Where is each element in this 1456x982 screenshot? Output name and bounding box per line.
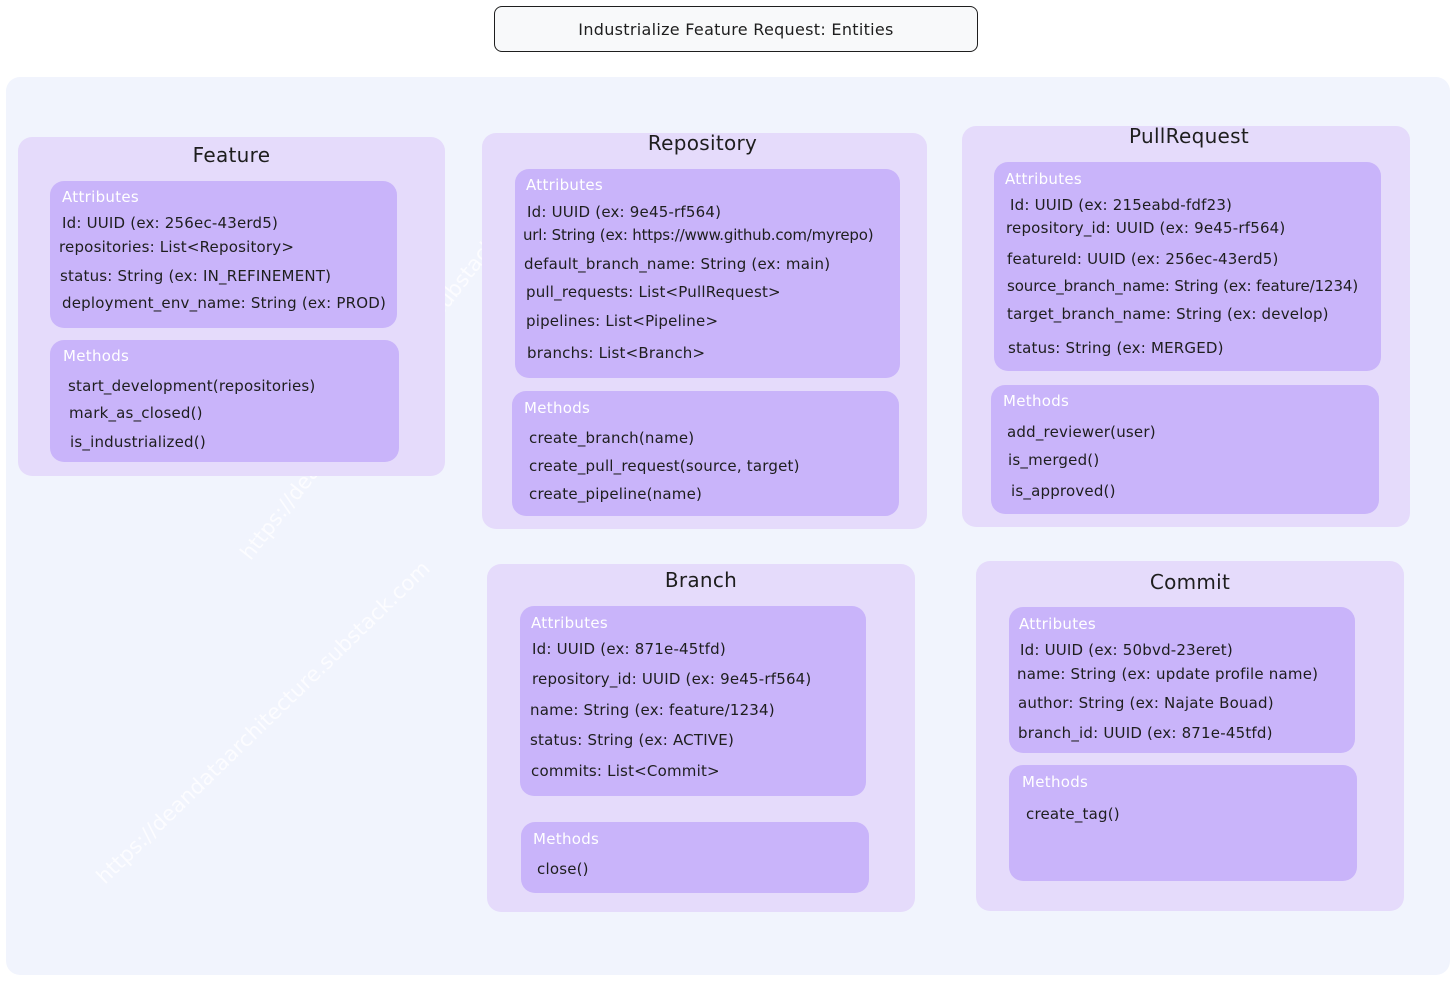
attributes-label: Attributes bbox=[1005, 170, 1083, 188]
methods-section: Methods start_development(repositories) … bbox=[50, 340, 399, 462]
attributes-label: Attributes bbox=[62, 188, 140, 206]
entity-title: Repository bbox=[647, 131, 758, 155]
attribute-line: Id: UUID (ex: 9e45-rf564) bbox=[527, 203, 722, 221]
attribute-line: repository_id: UUID (ex: 9e45-rf564) bbox=[532, 670, 812, 688]
attribute-line: Id: UUID (ex: 215eabd-fdf23) bbox=[1010, 196, 1233, 214]
method-line: is_approved() bbox=[1011, 482, 1116, 500]
method-line: create_pull_request(source, target) bbox=[529, 457, 800, 475]
entity-title: Branch bbox=[664, 568, 738, 592]
method-line: add_reviewer(user) bbox=[1007, 423, 1156, 441]
attribute-line: status: String (ex: MERGED) bbox=[1008, 339, 1224, 357]
attribute-line: target_branch_name: String (ex: develop) bbox=[1007, 305, 1329, 323]
methods-section: Methods add_reviewer(user) is_merged() i… bbox=[991, 385, 1379, 514]
attribute-line: pull_requests: List<PullRequest> bbox=[526, 283, 781, 301]
methods-label: Methods bbox=[1022, 773, 1089, 791]
method-line: start_development(repositories) bbox=[68, 377, 316, 395]
attribute-line: name: String (ex: feature/1234) bbox=[530, 701, 775, 719]
methods-section: Methods close() bbox=[521, 822, 869, 893]
methods-section: Methods create_tag() bbox=[1009, 765, 1357, 881]
method-line: create_pipeline(name) bbox=[529, 485, 703, 503]
entity-feature: Feature Attributes Id: UUID (ex: 256ec-4… bbox=[18, 137, 445, 476]
attribute-line: repository_id: UUID (ex: 9e45-rf564) bbox=[1006, 219, 1286, 237]
attributes-section: Attributes Id: UUID (ex: 50bvd-23eret) n… bbox=[1009, 607, 1355, 753]
attribute-line: url: String (ex: https://www.github.com/… bbox=[523, 226, 874, 244]
attribute-line: pipelines: List<Pipeline> bbox=[526, 312, 719, 330]
attributes-section: Attributes Id: UUID (ex: 256ec-43erd5) r… bbox=[50, 181, 397, 328]
methods-label: Methods bbox=[524, 399, 591, 417]
methods-label: Methods bbox=[1003, 392, 1070, 410]
attribute-line: source_branch_name: String (ex: feature/… bbox=[1007, 277, 1359, 295]
method-line: create_tag() bbox=[1026, 805, 1120, 823]
attributes-section: Attributes Id: UUID (ex: 215eabd-fdf23) … bbox=[994, 162, 1381, 371]
entity-pullrequest: PullRequest Attributes Id: UUID (ex: 215… bbox=[962, 124, 1410, 527]
attributes-section: Attributes Id: UUID (ex: 9e45-rf564) url… bbox=[515, 169, 900, 378]
attributes-section: Attributes Id: UUID (ex: 871e-45tfd) rep… bbox=[520, 606, 866, 796]
methods-section: Methods create_branch(name) create_pull_… bbox=[512, 391, 899, 516]
entity-commit: Commit Attributes Id: UUID (ex: 50bvd-23… bbox=[976, 561, 1404, 911]
method-line: mark_as_closed() bbox=[69, 404, 203, 422]
attribute-line: deployment_env_name: String (ex: PROD) bbox=[62, 294, 387, 312]
attributes-label: Attributes bbox=[526, 176, 604, 194]
attribute-line: Id: UUID (ex: 871e-45tfd) bbox=[532, 640, 726, 658]
method-line: create_branch(name) bbox=[529, 429, 695, 447]
attribute-line: branchs: List<Branch> bbox=[527, 344, 706, 362]
method-line: close() bbox=[537, 860, 589, 878]
methods-label: Methods bbox=[63, 347, 130, 365]
attributes-label: Attributes bbox=[1019, 615, 1097, 633]
diagram-title: Industrialize Feature Request: Entities bbox=[494, 6, 978, 52]
attribute-line: repositories: List<Repository> bbox=[59, 238, 295, 256]
method-line: is_merged() bbox=[1008, 451, 1100, 469]
entity-branch: Branch Attributes Id: UUID (ex: 871e-45t… bbox=[487, 564, 915, 912]
attribute-line: branch_id: UUID (ex: 871e-45tfd) bbox=[1018, 724, 1273, 742]
entity-title: Feature bbox=[192, 143, 271, 167]
attribute-line: default_branch_name: String (ex: main) bbox=[524, 255, 831, 273]
entity-title: PullRequest bbox=[1128, 124, 1250, 148]
methods-label: Methods bbox=[533, 830, 600, 848]
entity-repository: Repository Attributes Id: UUID (ex: 9e45… bbox=[482, 131, 927, 529]
entity-title: Commit bbox=[1149, 570, 1231, 594]
attribute-line: Id: UUID (ex: 256ec-43erd5) bbox=[62, 214, 279, 232]
method-line: is_industrialized() bbox=[70, 433, 206, 451]
attribute-line: author: String (ex: Najate Bouad) bbox=[1018, 694, 1274, 712]
attributes-label: Attributes bbox=[531, 614, 609, 632]
attribute-line: Id: UUID (ex: 50bvd-23eret) bbox=[1020, 641, 1233, 659]
attribute-line: name: String (ex: update profile name) bbox=[1017, 665, 1319, 683]
attribute-line: status: String (ex: ACTIVE) bbox=[530, 731, 735, 749]
attribute-line: featureId: UUID (ex: 256ec-43erd5) bbox=[1007, 250, 1279, 268]
attribute-line: commits: List<Commit> bbox=[531, 762, 720, 780]
attribute-line: status: String (ex: IN_REFINEMENT) bbox=[60, 267, 332, 285]
